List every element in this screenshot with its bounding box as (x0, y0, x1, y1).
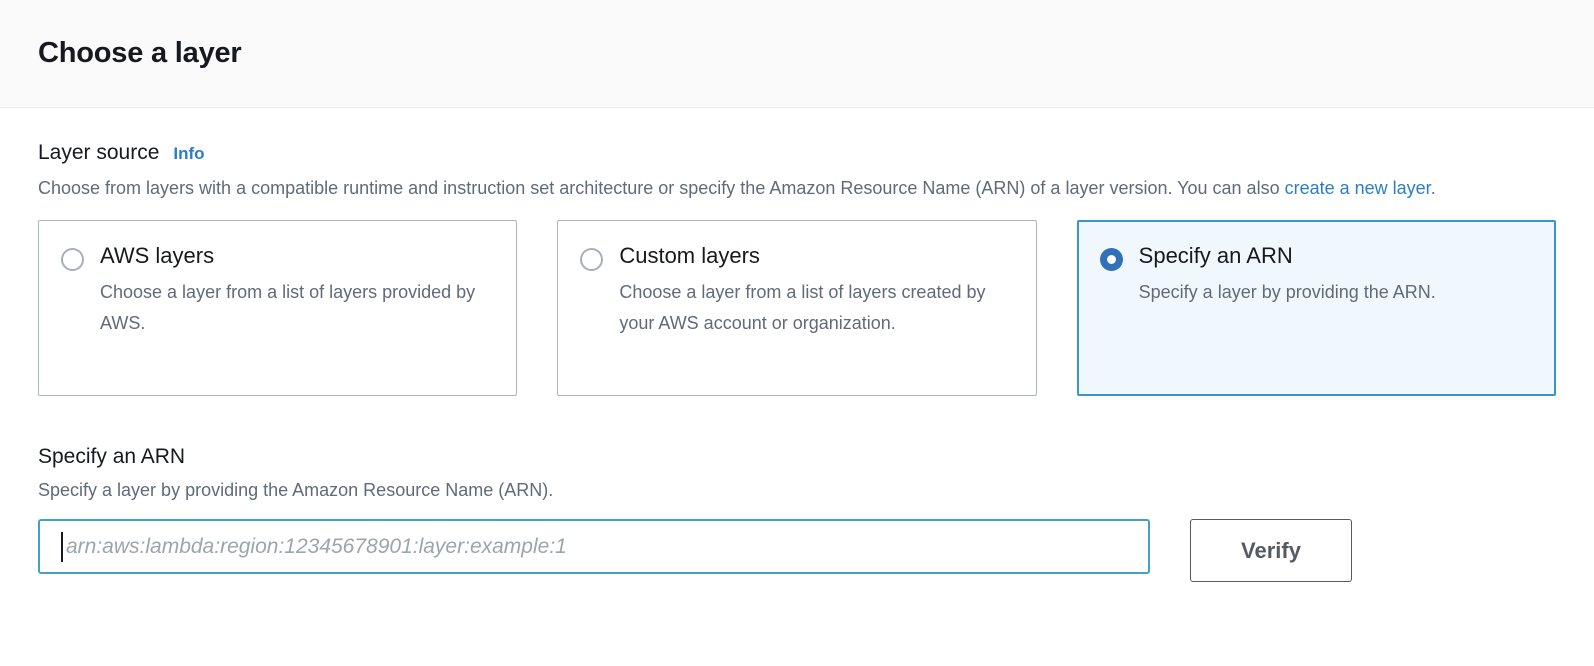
radio-icon-specify-arn-selected[interactable] (1099, 248, 1123, 272)
radio-icon-custom-layers[interactable] (580, 248, 604, 272)
radio-tile-label: Specify an ARN (1138, 243, 1293, 269)
radio-tile-description: Choose a layer from a list of layers cre… (619, 281, 986, 334)
radio-tile-text: Specify an ARN Specify a layer by provid… (1139, 243, 1531, 308)
radio-tile-label: AWS layers (100, 243, 215, 269)
verify-button[interactable]: Verify (1190, 519, 1352, 583)
arn-input-row: Verify (38, 519, 1556, 583)
modal-body: Layer source Info Choose from layers wit… (0, 108, 1594, 583)
layer-source-description: Choose from layers with a compatible run… (38, 173, 1498, 204)
radio-tile-description: Specify a layer by providing the ARN. (1138, 281, 1436, 302)
layer-source-label-row: Layer source Info (38, 140, 1556, 165)
radio-tile-label: Custom layers (619, 243, 760, 269)
layer-source-radio-group: AWS layers Choose a layer from a list of… (38, 220, 1556, 397)
radio-tile-text: Custom layers Choose a layer from a list… (619, 243, 1011, 339)
modal-header: Choose a layer (0, 0, 1594, 108)
arn-section-description: Specify a layer by providing the Amazon … (38, 480, 554, 501)
radio-tile-description: Choose a layer from a list of layers pro… (100, 281, 476, 334)
radio-tile-specify-arn[interactable]: Specify an ARN Specify a layer by provid… (1076, 220, 1556, 397)
radio-tile-text: AWS layers Choose a layer from a list of… (100, 243, 492, 339)
arn-section-title: Specify an ARN (38, 445, 186, 469)
radio-tile-custom-layers[interactable]: Custom layers Choose a layer from a list… (557, 220, 1037, 397)
layer-source-description-text: Choose from layers with a compatible run… (38, 178, 1285, 199)
layer-source-label: Layer source (38, 141, 160, 164)
radio-icon-aws-layers[interactable] (61, 248, 84, 272)
page-title: Choose a layer (38, 36, 242, 69)
radio-tile-aws-layers[interactable]: AWS layers Choose a layer from a list of… (38, 220, 518, 397)
arn-input-wrapper (38, 519, 1150, 575)
layer-source-description-tail: . (1430, 178, 1436, 199)
create-new-layer-link[interactable]: create a new layer (1284, 178, 1431, 199)
info-link[interactable]: Info (173, 144, 205, 163)
arn-input[interactable] (38, 519, 1150, 575)
text-cursor (61, 532, 63, 563)
